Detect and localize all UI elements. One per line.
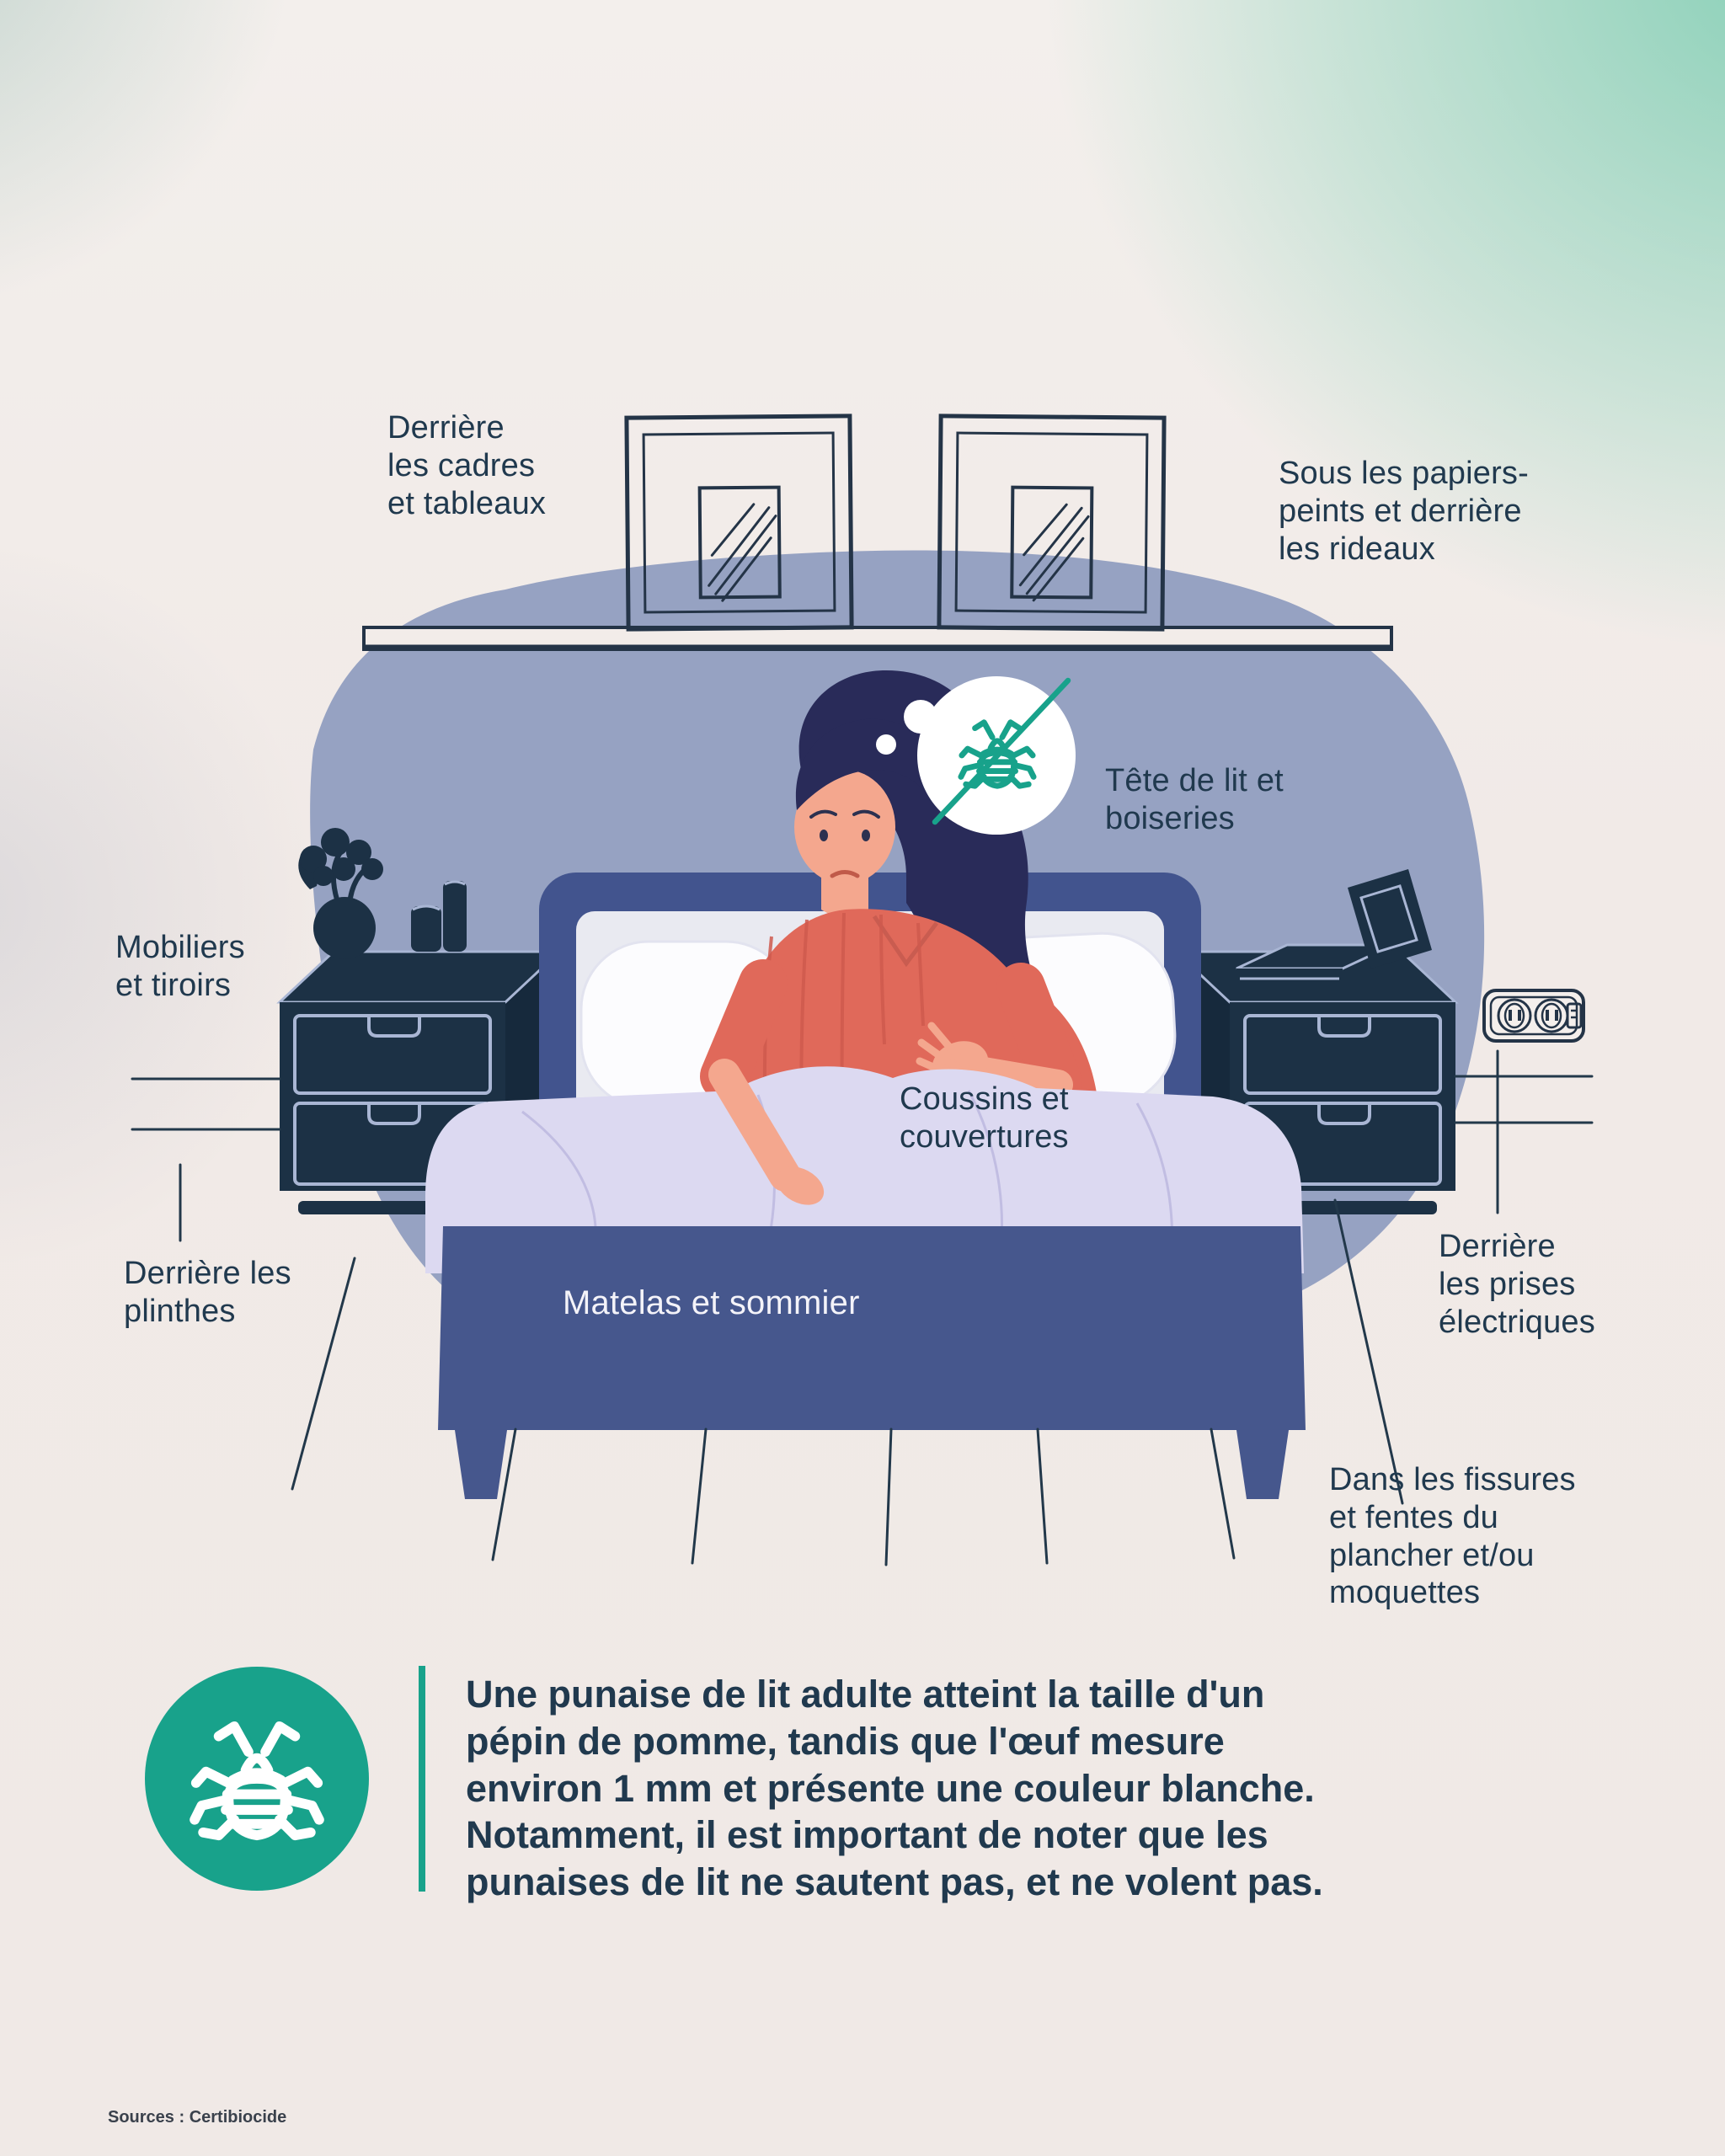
label-outlets: Derrière les prises électriques <box>1439 1229 1595 1340</box>
infobox-paragraph: Une punaise de lit adulte atteint la tai… <box>466 1673 1323 1904</box>
accent-divider <box>419 1666 425 1892</box>
bed-leg-right <box>1236 1430 1289 1499</box>
label-frames: Derrière les cadres et tableaux <box>387 410 547 521</box>
bed <box>425 670 1306 1499</box>
nightstand-right <box>1172 869 1459 1214</box>
standing-photo-frame <box>1348 869 1432 969</box>
picture-frame-right <box>937 414 1167 632</box>
label-furniture: Mobiliers et tiroirs <box>115 930 245 1003</box>
vase-with-flowers <box>298 828 383 959</box>
resting-arm <box>708 1059 801 1192</box>
bed-base <box>438 1226 1306 1430</box>
bed-bug-badge <box>145 1667 369 1891</box>
label-wallpaper: Sous les papiers- peints et derrière les… <box>1279 456 1529 567</box>
bed-leg-left <box>455 1430 507 1499</box>
leader-lines <box>131 1049 1594 1566</box>
label-mattress: Matelas et sommier <box>563 1284 860 1321</box>
power-outlet-icon <box>1482 989 1585 1043</box>
label-floor: Dans les fissures et fentes du plancher … <box>1329 1462 1576 1611</box>
label-cushions: Coussins et couvertures <box>900 1081 1069 1155</box>
bed-bug-icon <box>186 1708 328 1849</box>
label-baseboards: Derrière les plinthes <box>124 1256 291 1329</box>
candles <box>411 880 467 952</box>
label-headboard: Tête de lit et boiseries <box>1105 763 1284 836</box>
wall-shelf <box>362 626 1393 651</box>
face <box>794 770 895 884</box>
source-credit: Sources : Certibiocide <box>108 2108 287 2127</box>
crossed-bed-bug-icon <box>876 676 1076 835</box>
picture-frame-left <box>624 414 854 632</box>
